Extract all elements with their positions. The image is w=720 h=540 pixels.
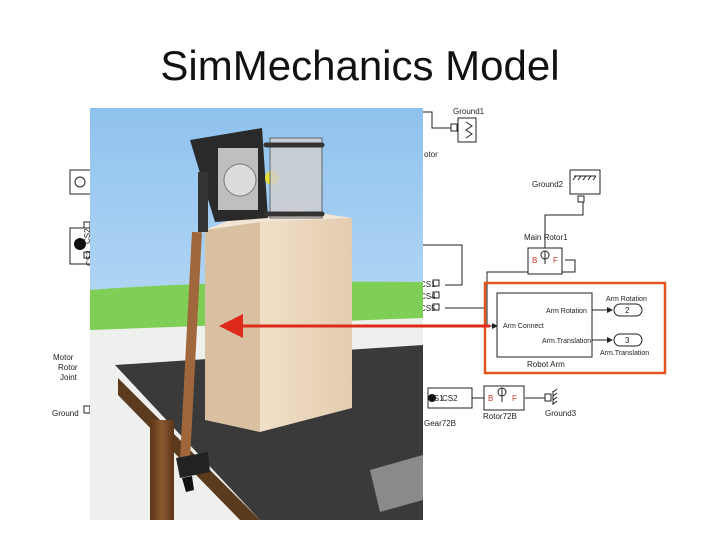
ground-left-label: Ground — [52, 409, 79, 418]
outport-arm-rotation-label: Arm Rotation — [606, 296, 647, 303]
rotor-partial-label: otor — [424, 150, 438, 159]
outport-number-2: 2 — [625, 306, 630, 315]
robot-3d-render — [90, 108, 423, 520]
ground3-block[interactable] — [544, 388, 558, 405]
cs1-label: CS1 — [420, 280, 436, 289]
gear72b-label: Gear72B — [424, 419, 456, 428]
cs-ports — [432, 279, 440, 311]
gear72b-block[interactable] — [427, 387, 473, 409]
cs5-label: CS5 — [420, 304, 436, 313]
outport-number-3: 3 — [625, 336, 630, 345]
outport-arm-rotation — [613, 303, 643, 317]
rotor72b-port-b: B — [488, 394, 493, 403]
cs2-bottom-label: CS2 — [442, 394, 458, 403]
main-rotor-port-f: F — [553, 256, 558, 265]
left-partial-blocks — [69, 169, 93, 414]
joint-label: Joint — [60, 373, 78, 382]
slide-title: SimMechanics Model — [160, 42, 560, 89]
cs4-label: CS4 — [420, 292, 436, 301]
rotor72b-label: Rotor72B — [483, 412, 517, 421]
cs2-left-label: CS2 — [83, 228, 92, 244]
rotor72b-block[interactable] — [483, 385, 525, 411]
main-rotor-label: Main Rotor1 — [524, 233, 568, 242]
rotor72b-port-f: F — [512, 394, 517, 403]
ground3-label: Ground3 — [545, 409, 577, 418]
arm-translation-port-label: Arm.Translation — [542, 338, 591, 345]
outport-arm-translation-label: Arm.Translation — [600, 350, 649, 357]
main-rotor-port-b: B — [532, 256, 537, 265]
cs1-bottom-label: CS1 — [428, 394, 444, 403]
robot-arm-label: Robot Arm — [527, 360, 565, 369]
rotor-label: Rotor — [58, 363, 78, 372]
robot-arm-block[interactable] — [496, 292, 643, 358]
arm-connect-port-label: Arm Connect — [503, 323, 544, 330]
ground1-block[interactable] — [450, 117, 477, 143]
ground2-label: Ground2 — [532, 180, 564, 189]
outport-arm-translation — [613, 333, 643, 347]
robot-arm-highlight — [483, 281, 667, 375]
ground1-label: Ground1 — [453, 107, 485, 116]
arm-rotation-port-label: Arm Rotation — [546, 308, 587, 315]
ground2-block[interactable] — [569, 169, 601, 203]
cs3-left-label: CS3 — [85, 250, 94, 266]
main-rotor-block[interactable] — [527, 247, 563, 275]
motor-label: Motor — [53, 353, 74, 362]
